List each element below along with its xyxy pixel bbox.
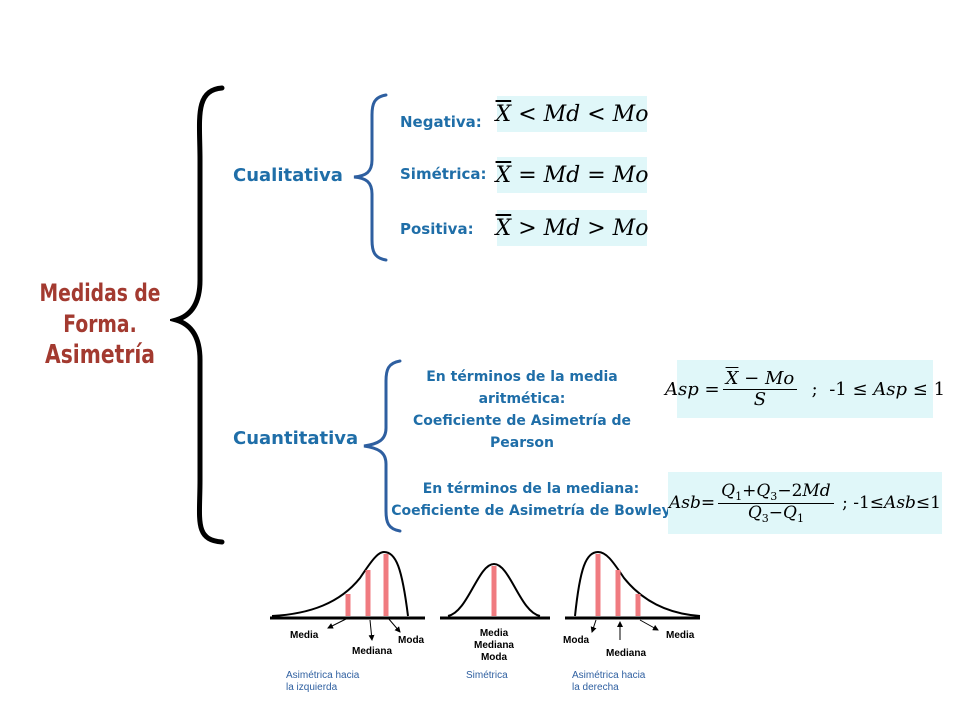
left-skew-curve [270, 550, 425, 641]
pearson-description: En términos de la media aritmética: Coef… [398, 366, 646, 454]
pearson-desc-line1: En términos de la media [426, 369, 618, 385]
branch-quantitative: Cuantitativa [233, 428, 359, 449]
left-mediana-label: Mediana [352, 646, 392, 657]
center-label-2: Mediana [474, 640, 514, 651]
left-moda-label: Moda [398, 635, 425, 646]
pearson-desc-line2: aritmética: [478, 391, 566, 407]
center-caption: Simétrica [466, 670, 508, 681]
quantitative-brace [363, 359, 402, 533]
center-label-3: Moda [481, 652, 508, 663]
negative-label: Negativa: [400, 113, 482, 131]
bowley-description: En términos de la mediana: Coeficiente d… [388, 478, 674, 522]
right-media-label: Media [666, 630, 695, 641]
title-line3: Asimetría [45, 340, 155, 370]
left-caption-1: Asimétrica hacia [286, 670, 360, 681]
left-media-label: Media [290, 630, 319, 641]
main-brace [170, 85, 225, 545]
bowley-desc-line2: Coeficiente de Asimetría de Bowley [391, 503, 671, 519]
symmetric-formula: X = Md = Mo [496, 157, 648, 193]
right-moda-label: Moda [563, 635, 590, 646]
symmetric-label: Simétrica: [400, 165, 487, 183]
right-mediana-label: Mediana [606, 648, 646, 659]
bowley-desc-line1: En términos de la mediana: [422, 481, 640, 497]
negative-formula: X < Md < Mo [496, 96, 648, 132]
center-label-1: Media [480, 628, 509, 639]
branch-qualitative: Cualitativa [233, 165, 343, 186]
symmetric-curve [440, 562, 550, 620]
skewness-curves-illustration: Media Mediana Moda Asimétrica hacia la i… [270, 550, 701, 693]
page-title: Medidas de Forma. Asimetría [38, 278, 163, 371]
pearson-desc-line4: Pearson [489, 435, 555, 451]
title-line2: Forma. [63, 310, 137, 338]
title-line1: Medidas de [39, 279, 161, 307]
qualitative-brace [353, 93, 388, 262]
pearson-desc-line3: Coeficiente de Asimetría de [412, 413, 632, 429]
positive-formula: X > Md > Mo [496, 210, 648, 246]
positive-label: Positiva: [400, 220, 474, 238]
left-caption-2: la izquierda [286, 682, 338, 693]
right-skew-curve [565, 550, 701, 640]
right-caption-2: la derecha [572, 682, 619, 693]
right-caption-1: Asimétrica hacia [572, 670, 646, 681]
